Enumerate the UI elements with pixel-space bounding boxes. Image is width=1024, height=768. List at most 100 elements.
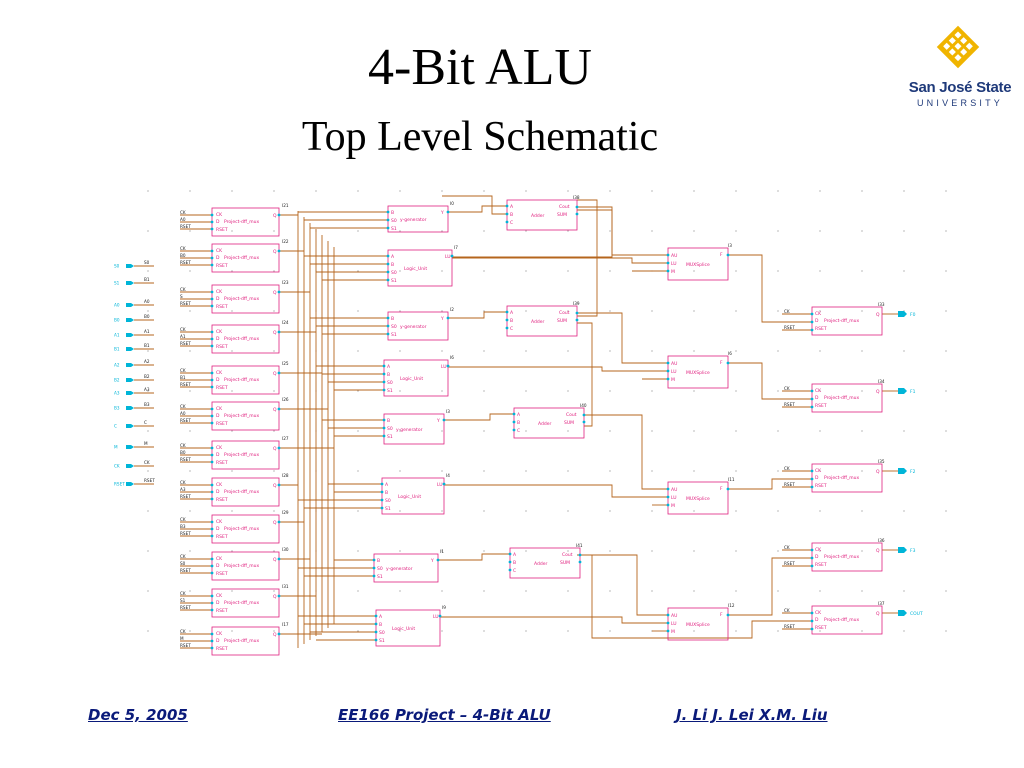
grid-dot	[651, 310, 653, 312]
grid-dot	[903, 510, 905, 512]
dff-name: Project-dff_mux	[224, 336, 259, 342]
grid-dot	[441, 630, 443, 632]
out-dff-pin-ck: CK	[815, 311, 822, 317]
adder-pin-label: B	[510, 318, 513, 324]
dff-pin-d: D	[216, 638, 220, 644]
pin	[810, 397, 814, 401]
grid-dot	[735, 550, 737, 552]
grid-dot	[735, 510, 737, 512]
dff-net-label: RSET	[180, 224, 191, 229]
adder-pin-cout: Cout	[559, 310, 570, 316]
grid-dot	[441, 550, 443, 552]
pin	[374, 638, 378, 642]
dff-id: I29	[282, 510, 289, 515]
grid-dot	[777, 230, 779, 232]
input-port-label: A0	[114, 303, 120, 308]
out-dff-id: I36	[878, 538, 885, 543]
grid-dot	[483, 470, 485, 472]
grid-dot	[525, 430, 527, 432]
block-name: Logic_Unit	[404, 266, 427, 272]
block-pin-label: S1	[377, 574, 383, 580]
pin	[810, 469, 814, 473]
pin	[382, 418, 386, 422]
pin	[277, 213, 281, 217]
input-port	[126, 464, 134, 468]
grid-dot	[273, 550, 275, 552]
dff-name: Project-dff_mux	[224, 563, 259, 569]
adder-pin-label: A	[517, 412, 521, 418]
block-pin-label: S0	[379, 630, 385, 636]
out-dff-name: Project-dff_mux	[824, 554, 859, 560]
block-pin-label: A	[379, 614, 383, 620]
adder-pin-cout: Cout	[562, 552, 573, 558]
pin	[505, 212, 509, 216]
grid-dot	[399, 230, 401, 232]
input-port	[126, 347, 134, 351]
mux-id: I6	[728, 351, 732, 356]
block-pin-label: A	[385, 482, 389, 488]
block-name: y-generator	[400, 324, 427, 330]
dff-net-label: CK	[180, 287, 186, 292]
grid-dot	[525, 350, 527, 352]
grid-dot	[903, 230, 905, 232]
dff-net-label: RSET	[180, 260, 191, 265]
grid-dot	[903, 190, 905, 192]
grid-dot	[609, 550, 611, 552]
grid-dot	[147, 310, 149, 312]
grid-dot	[231, 550, 233, 552]
adder-pin-label: B	[513, 560, 516, 566]
out-dff-pin-rset: RSET	[815, 403, 827, 409]
input-port	[126, 445, 134, 449]
pin	[810, 477, 814, 481]
grid-dot	[819, 190, 821, 192]
pin	[666, 269, 670, 273]
input-net-label: B1	[144, 343, 150, 348]
grid-dot	[483, 430, 485, 432]
dff-pin-ck: CK	[216, 406, 223, 412]
grid-dot	[903, 430, 905, 432]
grid-dot	[861, 630, 863, 632]
wire	[442, 195, 507, 215]
input-port-label: M	[114, 445, 118, 450]
grid-dot	[945, 390, 947, 392]
out-dff-net-label: CK	[784, 545, 790, 550]
block-name: y-generator	[400, 217, 427, 223]
pin	[810, 389, 814, 393]
dff-pin-ck: CK	[216, 445, 223, 451]
grid-dot	[609, 350, 611, 352]
grid-dot	[357, 310, 359, 312]
dff-net-label: CK	[180, 554, 186, 559]
pin	[210, 213, 214, 217]
dff-pin-q: Q	[273, 483, 277, 489]
out-dff-net-label: RSET	[784, 402, 795, 407]
dff-name: Project-dff_mux	[224, 219, 259, 225]
dff-net-label: CK	[180, 443, 186, 448]
grid-dot	[651, 430, 653, 432]
block-pin-out: LU	[441, 364, 447, 370]
out-dff-name: Project-dff_mux	[824, 318, 859, 324]
adder-pin-label: C	[517, 428, 520, 434]
grid-dot	[777, 590, 779, 592]
out-dff-net-label: CK	[784, 386, 790, 391]
wire	[448, 311, 507, 319]
slide-title: 4-Bit ALU	[368, 39, 592, 96]
grid-dot	[945, 510, 947, 512]
grid-dot	[231, 230, 233, 232]
pin	[386, 324, 390, 328]
block-pin-out: LU	[433, 614, 439, 620]
pin	[505, 326, 509, 330]
out-dff-pin-q: Q	[876, 611, 880, 617]
grid-dot	[945, 310, 947, 312]
grid-dot	[735, 470, 737, 472]
grid-dot	[483, 510, 485, 512]
input-port	[126, 424, 134, 428]
adder-id: I39	[573, 301, 580, 306]
dff-pin-d: D	[216, 452, 220, 458]
dff-net-label: RSET	[180, 494, 191, 499]
out-dff-pin-rset: RSET	[815, 562, 827, 568]
grid-dot	[231, 190, 233, 192]
pin	[210, 263, 214, 267]
pin	[210, 571, 214, 575]
dff-id: I22	[282, 239, 289, 244]
pin	[810, 619, 814, 623]
